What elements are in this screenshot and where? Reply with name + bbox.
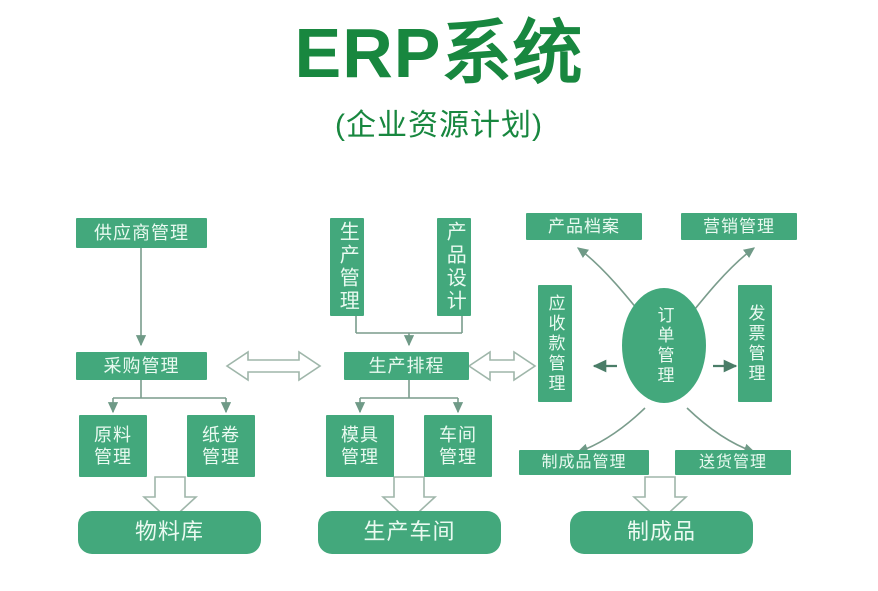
block-arrow-to-finished-goods [631, 476, 689, 523]
node-marketing-mgmt[interactable]: 营销管理 [681, 213, 797, 240]
node-product-archive[interactable]: 产品档案 [526, 213, 642, 240]
connector-order-arcs-lower [576, 407, 756, 454]
node-product-design[interactable]: 产品设计 [437, 218, 471, 316]
node-finished-goods[interactable]: 制成品 [570, 511, 753, 554]
block-arrow-schedule-receivables [467, 350, 537, 382]
node-production-workshop[interactable]: 生产车间 [318, 511, 501, 554]
node-mold-mgmt[interactable]: 模具管理 [326, 415, 394, 477]
node-workshop-mgmt[interactable]: 车间管理 [424, 415, 492, 477]
connector-purchase-branch [107, 379, 232, 414]
node-material-mgmt[interactable]: 原料管理 [79, 415, 147, 477]
node-finished-goods-mgmt[interactable]: 制成品管理 [519, 450, 649, 475]
title-block: ERP系统 (企业资源计划) [0, 18, 878, 144]
block-arrow-to-production-workshop [380, 476, 438, 523]
node-order-mgmt[interactable]: 订单管理 [622, 288, 706, 403]
node-supplier-mgmt[interactable]: 供应商管理 [76, 218, 207, 248]
node-delivery-mgmt[interactable]: 送货管理 [675, 450, 791, 475]
connector-production-branch [355, 316, 463, 347]
block-arrow-purchase-schedule [225, 350, 322, 382]
connector-schedule-branch [354, 379, 464, 414]
page-subtitle: (企业资源计划) [335, 109, 543, 142]
node-production-schedule[interactable]: 生产排程 [344, 352, 469, 380]
node-receivables-mgmt[interactable]: 应收款管理 [538, 285, 572, 402]
node-material-warehouse[interactable]: 物料库 [78, 511, 261, 554]
node-production-mgmt[interactable]: 生产管理 [330, 218, 364, 316]
node-paper-roll-mgmt[interactable]: 纸卷管理 [187, 415, 255, 477]
node-invoice-mgmt[interactable]: 发票管理 [738, 285, 772, 402]
node-purchase-mgmt[interactable]: 采购管理 [76, 352, 207, 380]
page-title: ERP系统 [294, 14, 584, 92]
block-arrow-to-material-warehouse [141, 476, 199, 523]
